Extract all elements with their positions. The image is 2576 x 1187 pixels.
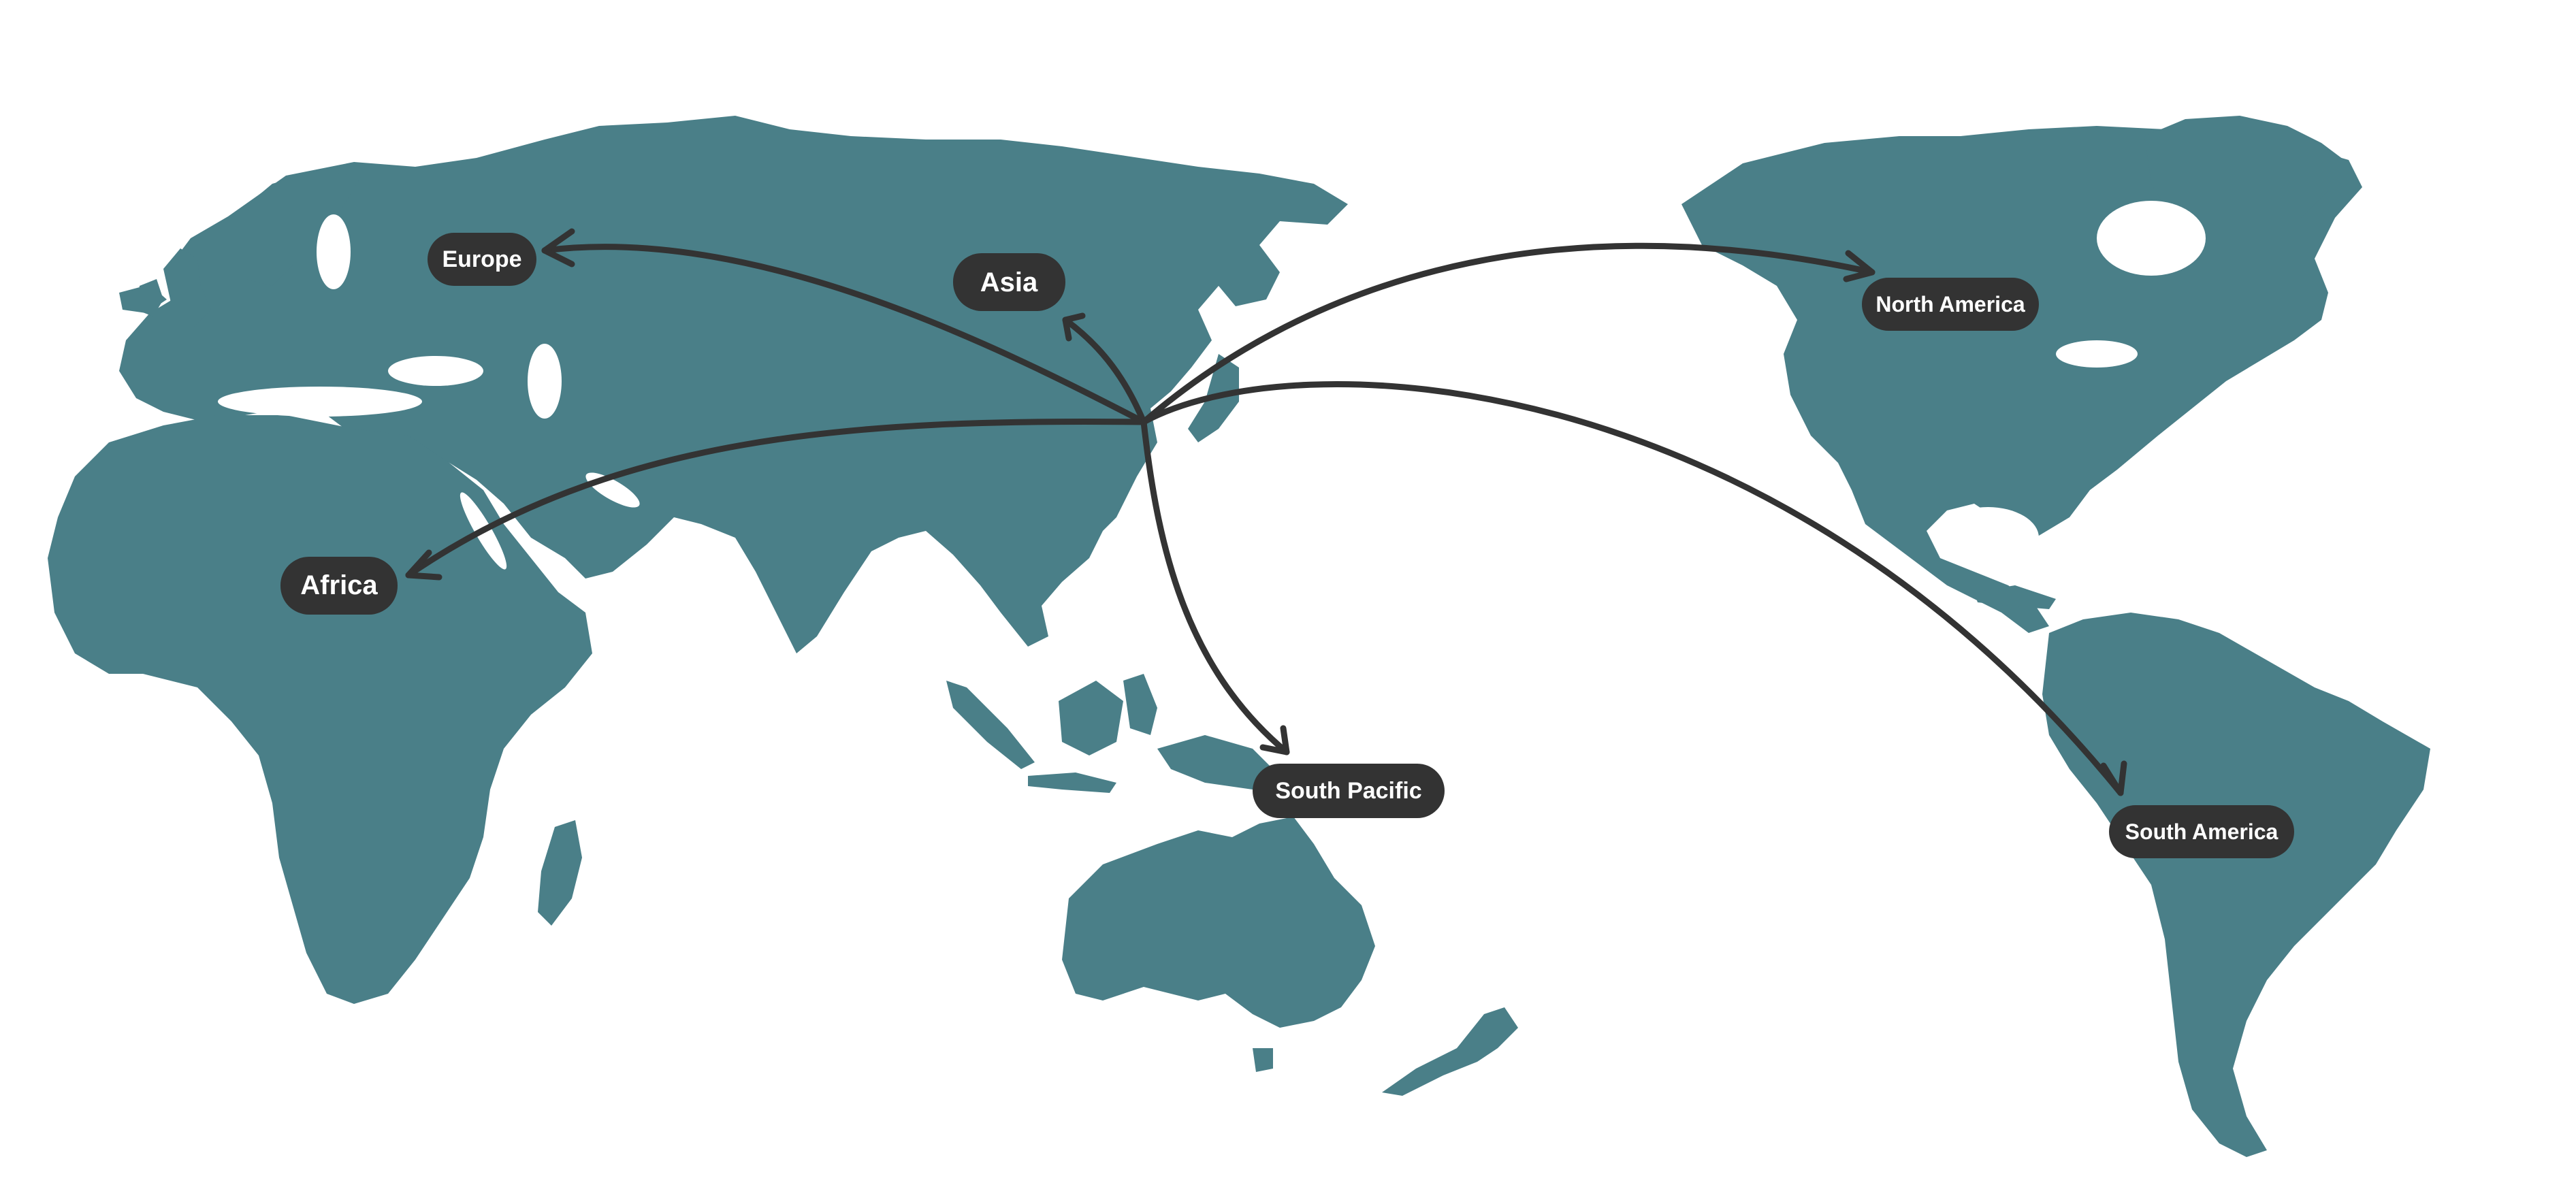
route-to-europe (541, 244, 1147, 425)
label-asia-text: Asia (980, 267, 1038, 297)
arrowhead-africa (405, 549, 442, 581)
label-south-america-text: South America (2125, 819, 2279, 844)
mediterranean-sea (218, 387, 422, 417)
landmass-iceland (119, 284, 167, 313)
landmass-new-zealand (1382, 1007, 1518, 1096)
landmass-africa (48, 415, 592, 1004)
landmass-madagascar (538, 820, 582, 926)
gulf-of-mexico (1937, 507, 2039, 568)
landmass-tasmania (1253, 1048, 1273, 1072)
route-to-africa (405, 418, 1147, 579)
landmass-sumatra (946, 681, 1035, 769)
landmasses (48, 116, 2430, 1157)
landmass-australia (1062, 817, 1375, 1028)
region-labels: Europe Asia Africa North America South A… (280, 233, 2294, 858)
landmass-borneo (1059, 681, 1123, 755)
landmass-new-guinea (1157, 735, 1280, 790)
landmass-scandinavia (231, 170, 361, 286)
landmass-eurasia (119, 116, 1348, 653)
routes (405, 228, 2127, 796)
label-north-america-text: North America (1875, 292, 2025, 316)
label-asia[interactable]: Asia (953, 253, 1065, 311)
route-to-asia (1062, 316, 1147, 425)
label-south-pacific-text: South Pacific (1275, 778, 1421, 804)
baltic-sea (317, 214, 351, 289)
landmass-philippines (1123, 674, 1157, 735)
label-europe-pill (428, 233, 536, 286)
label-africa-pill (280, 557, 398, 615)
label-asia-pill (953, 253, 1065, 311)
label-south-america[interactable]: South America (2109, 805, 2294, 858)
arrowhead-asia (1062, 312, 1086, 342)
label-europe[interactable]: Europe (428, 233, 536, 286)
label-north-america-pill (1862, 278, 2039, 331)
landmass-britain (163, 248, 211, 327)
label-africa-text: Africa (300, 570, 378, 600)
label-north-america[interactable]: North America (1862, 278, 2039, 331)
caspian-sea (528, 344, 562, 419)
black-sea (388, 356, 483, 386)
landmass-java (1028, 773, 1116, 793)
label-europe-text: Europe (442, 246, 521, 272)
arrowhead-south-pacific (1259, 725, 1290, 755)
label-south-pacific-pill (1253, 764, 1445, 818)
label-south-pacific[interactable]: South Pacific (1253, 764, 1445, 818)
route-to-north-america (1140, 242, 1875, 425)
hudson-bay (2097, 201, 2206, 276)
route-to-south-pacific (1140, 419, 1290, 755)
arrowhead-north-america (1843, 250, 1875, 282)
arrowhead-south-america (2100, 760, 2127, 796)
landmass-caribbean (1974, 585, 2056, 609)
landmass-south-america (2042, 613, 2430, 1157)
route-to-south-america (1140, 380, 2124, 796)
label-africa[interactable]: Africa (280, 557, 398, 615)
label-south-america-pill (2109, 805, 2294, 858)
arrowhead-europe (541, 228, 575, 267)
great-lakes (2056, 340, 2138, 368)
